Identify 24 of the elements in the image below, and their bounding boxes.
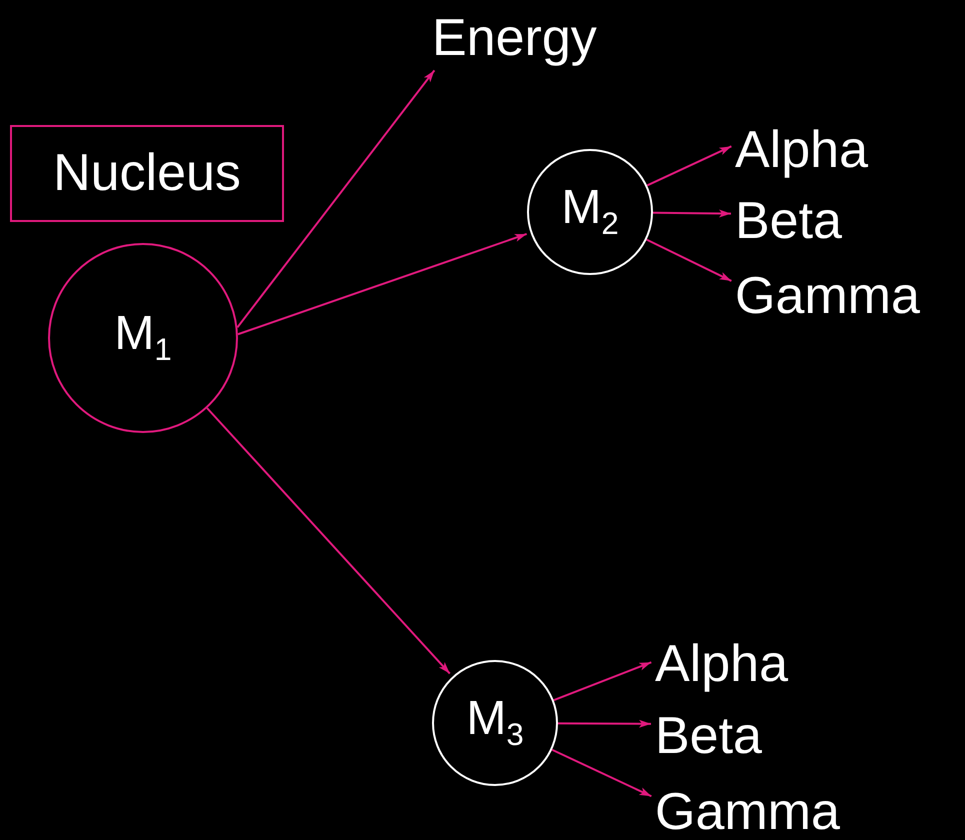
nucleus-label: M$_{1}$ xyxy=(114,308,172,368)
radiation-label: Gamma xyxy=(735,268,920,326)
nucleus-circle xyxy=(527,149,653,275)
arrow xyxy=(652,210,732,218)
arrow xyxy=(238,233,528,336)
arrow xyxy=(206,407,451,674)
label-box xyxy=(10,125,284,222)
arrow xyxy=(236,70,436,328)
radiation-label: Alpha xyxy=(655,636,788,694)
nucleus-circle xyxy=(48,243,238,433)
energy-label: Energy xyxy=(432,10,597,68)
radiation-label: Beta xyxy=(655,708,762,766)
arrow xyxy=(646,145,732,186)
arrow xyxy=(552,748,652,798)
nucleus-label: M$_{3}$ xyxy=(466,693,524,753)
box-label: Nucleus xyxy=(53,144,241,202)
arrow xyxy=(553,661,652,702)
nucleus-label: M$_{2}$ xyxy=(561,182,619,242)
radiation-label: Gamma xyxy=(655,784,840,840)
radiation-label: Beta xyxy=(735,193,842,250)
arrow xyxy=(646,238,732,282)
radiation-label: Alpha xyxy=(735,122,868,180)
arrow xyxy=(558,720,651,728)
nucleus-circle xyxy=(432,660,558,786)
